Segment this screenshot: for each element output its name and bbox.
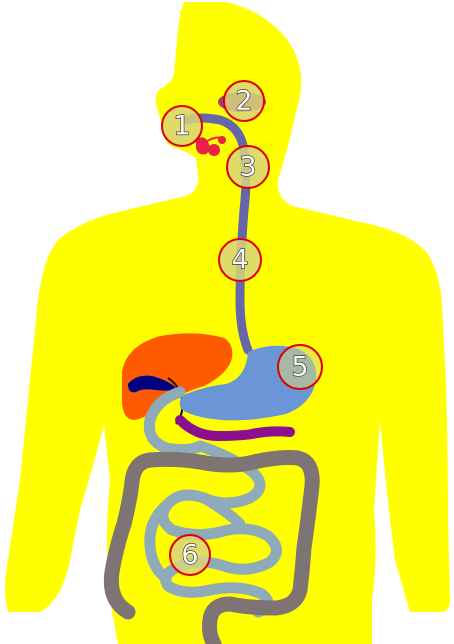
marker-5[interactable]: 5 <box>277 344 323 390</box>
marker-4-label: 4 <box>231 245 248 276</box>
marker-4-circle <box>218 238 262 282</box>
marker-2[interactable]: 2 <box>223 80 265 122</box>
marker-5-label: 5 <box>291 352 308 383</box>
salivary-gland-small <box>208 144 220 156</box>
marker-3[interactable]: 3 <box>226 145 270 189</box>
marker-2-label: 2 <box>235 86 252 117</box>
large-intestine <box>103 450 320 644</box>
marker-1[interactable]: 1 <box>161 105 203 147</box>
pancreas <box>175 415 295 442</box>
marker-3-label: 3 <box>239 152 256 183</box>
gallbladder <box>128 375 176 393</box>
marker-5-circle <box>277 344 323 390</box>
marker-2-circle <box>223 80 265 122</box>
marker-3-circle <box>226 145 270 189</box>
salivary-duct <box>205 136 225 143</box>
marker-1-circle <box>161 105 203 147</box>
liver <box>122 333 233 420</box>
small-intestine <box>143 386 282 618</box>
marker-1-label: 1 <box>173 111 190 142</box>
marker-6-label: 6 <box>181 540 198 571</box>
marker-6[interactable]: 6 <box>169 534 211 576</box>
body-silhouette <box>5 2 450 644</box>
marker-6-circle <box>169 534 211 576</box>
marker-4[interactable]: 4 <box>218 238 262 282</box>
